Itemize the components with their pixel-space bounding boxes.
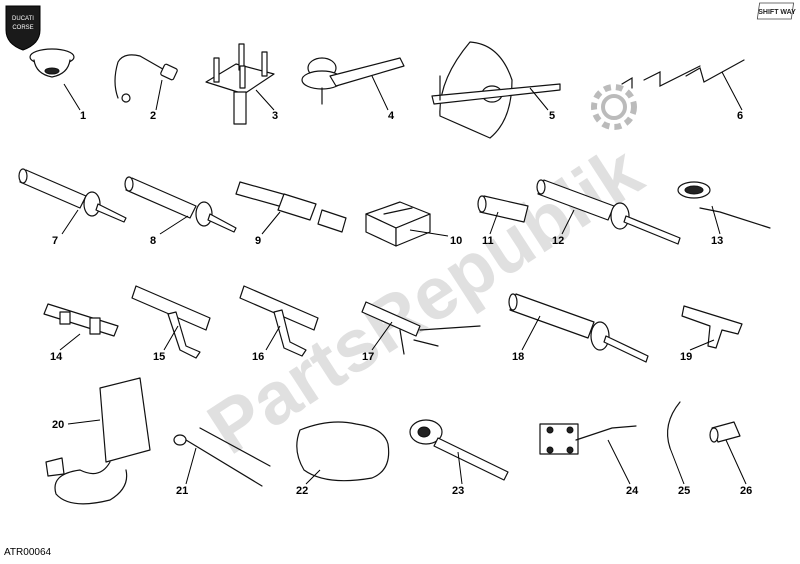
- tool-5: [431, 41, 561, 139]
- tool-15: [131, 285, 211, 359]
- svg-text:SHIFT WAY: SHIFT WAY: [758, 9, 796, 16]
- callout-22: 22: [296, 485, 308, 497]
- callout-16: 16: [252, 351, 264, 363]
- tool-7: [18, 168, 127, 223]
- callout-19: 19: [680, 351, 692, 363]
- tool-25: [667, 401, 681, 449]
- tool-13: [677, 181, 771, 229]
- tool-18: [508, 293, 649, 363]
- callout-6: 6: [737, 110, 743, 122]
- tool-6: [621, 59, 745, 89]
- tool-3: [205, 43, 275, 125]
- callout-25: 25: [678, 485, 690, 497]
- tool-10: [365, 201, 431, 247]
- tool-11: [477, 195, 529, 223]
- tool-12: [536, 179, 681, 245]
- tool-1: [29, 48, 75, 78]
- callout-18: 18: [512, 351, 524, 363]
- tool-14: [43, 303, 119, 337]
- callout-24: 24: [626, 485, 639, 497]
- tool-20: [45, 377, 151, 505]
- reference-code: ATR00064: [4, 547, 52, 558]
- callout-8: 8: [150, 235, 156, 247]
- tool-21: [173, 427, 271, 487]
- callout-13: 13: [711, 235, 723, 247]
- callout-14: 14: [50, 351, 63, 363]
- leader-lines: [59, 71, 747, 485]
- brand-logo: DUCATI CORSE: [5, 5, 41, 51]
- callout-3: 3: [272, 110, 278, 122]
- callout-21: 21: [176, 485, 188, 497]
- callout-17: 17: [362, 351, 374, 363]
- callout-20: 20: [52, 419, 64, 431]
- callout-4: 4: [388, 110, 395, 122]
- callout-2: 2: [150, 110, 156, 122]
- callouts: 1 2 3 4 5 6 7 8 9 10 11 12 13 14 15 16 1…: [50, 110, 752, 497]
- callout-5: 5: [549, 110, 555, 122]
- callout-15: 15: [153, 351, 165, 363]
- tool-4: [301, 57, 405, 105]
- callout-12: 12: [552, 235, 564, 247]
- tool-9: [235, 181, 347, 233]
- tool-8: [124, 176, 237, 233]
- callout-9: 9: [255, 235, 261, 247]
- tool-19: [681, 305, 743, 349]
- gear-icon: [591, 84, 637, 130]
- callout-26: 26: [740, 485, 752, 497]
- callout-23: 23: [452, 485, 464, 497]
- tool-16: [239, 285, 319, 357]
- callout-7: 7: [52, 235, 58, 247]
- svg-text:CORSE: CORSE: [12, 25, 33, 31]
- partner-logo: SHIFT WAY: [756, 2, 796, 20]
- tool-24: [539, 423, 637, 455]
- callout-10: 10: [450, 235, 462, 247]
- tool-22: [296, 421, 390, 482]
- callout-1: 1: [80, 110, 86, 122]
- tool-26: [709, 421, 741, 443]
- callout-11: 11: [482, 235, 494, 247]
- tool-2: [114, 54, 178, 103]
- tool-23: [409, 419, 509, 481]
- svg-text:DUCATI: DUCATI: [12, 16, 34, 22]
- tool-17: [361, 301, 481, 355]
